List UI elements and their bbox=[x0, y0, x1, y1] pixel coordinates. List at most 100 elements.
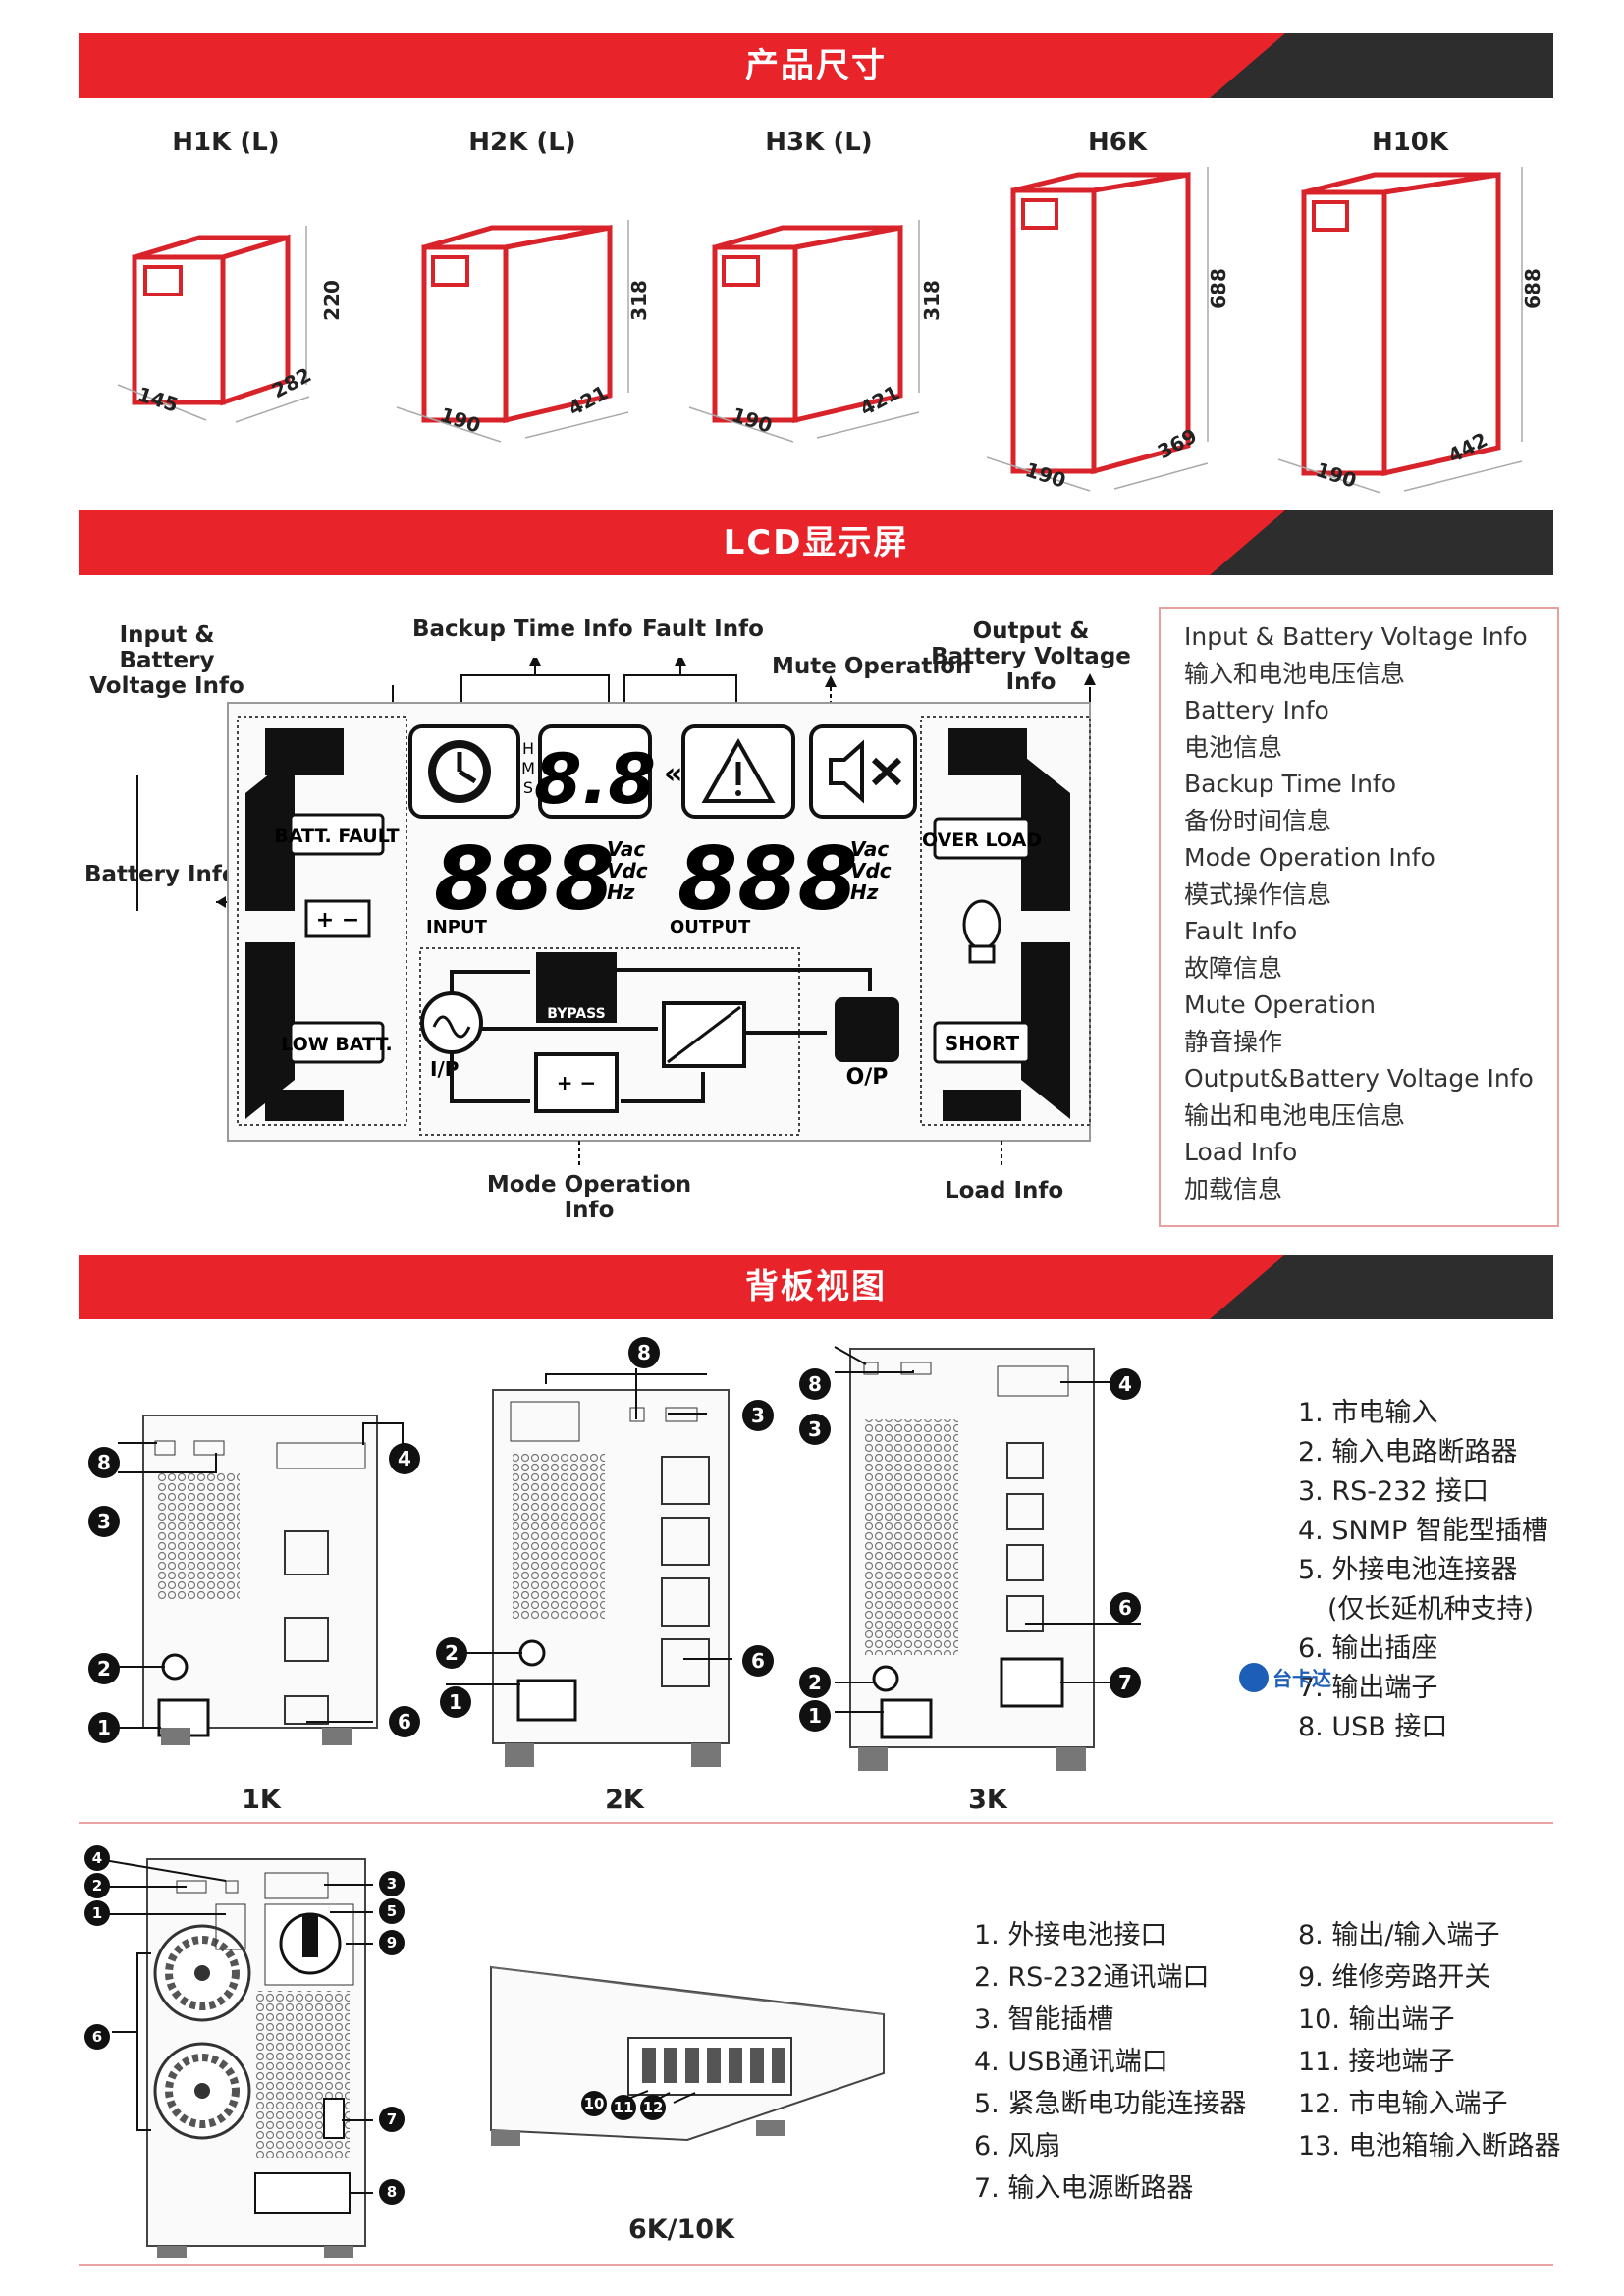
callout-badge-6: 6 bbox=[742, 1645, 774, 1677]
list-item: 5. 紧急断电功能连接器 bbox=[974, 2089, 1247, 2119]
lcd-legend-box bbox=[1159, 607, 1559, 1227]
list-item: 2. 输入电路断路器 bbox=[1298, 1437, 1518, 1468]
svg-text:«: « bbox=[664, 757, 682, 791]
label-battery-info: Battery Info bbox=[84, 862, 238, 887]
callout-badge-10: 10 bbox=[581, 2091, 607, 2116]
label-fault-info: Fault Info bbox=[642, 616, 764, 642]
label-mode-operation: Mode Operation Info bbox=[486, 1172, 692, 1223]
list-item: 6. 输出插座 bbox=[1298, 1633, 1438, 1664]
legend-item: 故障信息 bbox=[1184, 953, 1283, 983]
callout-badge-8: 8 bbox=[379, 2179, 405, 2205]
label-load-info: Load Info bbox=[945, 1178, 1064, 1203]
label-backup-time: Backup Time Info bbox=[412, 616, 633, 642]
caption-3k: 3K bbox=[968, 1785, 1007, 1815]
rear-2k bbox=[492, 1389, 730, 1767]
callout-badge-8: 8 bbox=[799, 1368, 831, 1400]
lcd-low-batt: LOW BATT. bbox=[281, 1034, 393, 1055]
callout-badge-7: 7 bbox=[379, 2107, 405, 2132]
callout-badge-3: 3 bbox=[379, 1871, 405, 1896]
caption-1k: 1K bbox=[242, 1785, 281, 1815]
side-view-6k10k bbox=[490, 1965, 885, 2146]
svg-text:+ −: + − bbox=[557, 1071, 596, 1095]
callout-badge-3: 3 bbox=[799, 1414, 831, 1445]
callout-badge-4: 4 bbox=[1110, 1368, 1141, 1400]
rear-panel-diagrams bbox=[118, 1346, 1141, 1771]
callout-badge-6: 6 bbox=[389, 1706, 420, 1737]
rear-list-b1: 1. 外接电池接口 2. RS-232通讯端口 3. 智能插槽 4. USB通讯… bbox=[974, 1914, 1246, 2210]
label-input-battery: Input & Battery Voltage Info bbox=[89, 622, 244, 699]
lcd-hms: H bbox=[522, 739, 534, 758]
legend-item: Mode Operation Info bbox=[1184, 843, 1435, 872]
caption-6k-10k: 6K/10K bbox=[627, 2215, 735, 2245]
caption-2k: 2K bbox=[605, 1785, 644, 1815]
section-banner-lcd: LCD显示屏 bbox=[79, 510, 1553, 575]
dim-h10k-height: 688 bbox=[1520, 268, 1544, 309]
legend-item: Mute Operation bbox=[1184, 990, 1376, 1019]
label-mute-operation: Mute Operation bbox=[772, 654, 972, 679]
svg-text:Vac: Vac bbox=[607, 837, 645, 861]
divider bbox=[79, 1822, 1553, 1824]
section-title-dimensions: 产品尺寸 bbox=[745, 46, 887, 85]
callout-badge-2: 2 bbox=[88, 1653, 120, 1684]
box-h10k bbox=[1301, 172, 1501, 477]
model-label-h2k: H2K (L) bbox=[468, 128, 576, 157]
lcd-bypass: BYPASS bbox=[547, 1006, 605, 1022]
list-item: 12. 市电输入端子 bbox=[1298, 2089, 1508, 2119]
list-item: 7. 输入电源断路器 bbox=[974, 2173, 1194, 2204]
box-h2k bbox=[421, 224, 613, 424]
legend-item: 静音操作 bbox=[1184, 1027, 1283, 1056]
callout-badge-4: 4 bbox=[84, 1845, 110, 1871]
list-item: 2. RS-232通讯端口 bbox=[974, 1962, 1210, 1993]
callout-badge-1: 1 bbox=[440, 1686, 471, 1718]
legend-item: Battery Info bbox=[1184, 696, 1329, 724]
lcd-input-digits: 888 bbox=[434, 828, 615, 930]
legend-item: 加载信息 bbox=[1184, 1174, 1283, 1203]
callout-badge-8: 8 bbox=[628, 1337, 660, 1368]
model-label-h10k: H10K bbox=[1371, 128, 1449, 157]
legend-item: 备份时间信息 bbox=[1184, 806, 1332, 835]
callout-badge-1: 1 bbox=[84, 1900, 110, 1926]
box-h1k bbox=[132, 234, 291, 406]
svg-text:Hz: Hz bbox=[850, 881, 879, 904]
legend-item: Output&Battery Voltage Info bbox=[1184, 1064, 1534, 1093]
list-item: 1. 外接电池接口 bbox=[974, 1920, 1167, 1950]
list-item: 6. 风扇 bbox=[974, 2131, 1061, 2162]
section-banner-dimensions: 产品尺寸 bbox=[79, 33, 1553, 98]
legend-item: 模式操作信息 bbox=[1184, 880, 1332, 909]
lcd-output-label: OUTPUT bbox=[670, 917, 751, 937]
legend-item: 输入和电池电压信息 bbox=[1184, 659, 1406, 688]
svg-text:+ −: + − bbox=[316, 908, 360, 933]
svg-text:Vac: Vac bbox=[850, 837, 889, 861]
legend-item: Load Info bbox=[1184, 1138, 1298, 1166]
model-label-h3k: H3K (L) bbox=[765, 128, 873, 157]
list-item: (仅长延机种支持) bbox=[1327, 1594, 1535, 1625]
lcd-time-digits: 8.8 bbox=[534, 739, 656, 820]
svg-text:S: S bbox=[523, 778, 533, 797]
callout-badge-3: 3 bbox=[742, 1400, 774, 1431]
callout-badge-1: 1 bbox=[799, 1700, 831, 1732]
dimension-drawings bbox=[117, 167, 1523, 494]
callout-badge-2: 2 bbox=[84, 1873, 110, 1898]
callout-badge-12: 12 bbox=[640, 2095, 666, 2120]
lcd-batt-fault: BATT. FAULT bbox=[274, 826, 399, 847]
lcd-input-label: INPUT bbox=[426, 917, 488, 937]
list-item: 4. SNMP 智能型插槽 bbox=[1298, 1516, 1548, 1546]
list-item: 11. 接地端子 bbox=[1298, 2047, 1455, 2077]
box-h6k bbox=[1010, 172, 1191, 475]
lcd-screen-diagram: BATT. FAULT + − LOW BATT. OVER LOAD SHOR… bbox=[136, 658, 1096, 1168]
svg-text:Vdc: Vdc bbox=[850, 859, 892, 882]
rear-3k bbox=[849, 1348, 1095, 1771]
callout-badge-6: 6 bbox=[84, 2024, 110, 2050]
list-item: 13. 电池箱输入断路器 bbox=[1298, 2131, 1561, 2162]
list-item: 8. 输出/输入端子 bbox=[1298, 1920, 1500, 1950]
callout-badge-1: 1 bbox=[88, 1712, 120, 1743]
section-title-rear: 背板视图 bbox=[745, 1267, 887, 1307]
list-item: 7. 输出端子 bbox=[1298, 1673, 1438, 1703]
model-label-h1k: H1K (L) bbox=[172, 128, 280, 157]
rear-list-a: 1. 市电输入 2. 输入电路断路器 3. RS-232 接口 4. SNMP … bbox=[1298, 1394, 1548, 1747]
list-item: 3. RS-232 接口 bbox=[1298, 1476, 1489, 1507]
list-item: 1. 市电输入 bbox=[1298, 1398, 1438, 1428]
callout-badge-2: 2 bbox=[436, 1637, 467, 1669]
dim-h1k-height: 220 bbox=[319, 280, 344, 321]
legend-item: Backup Time Info bbox=[1184, 770, 1397, 798]
